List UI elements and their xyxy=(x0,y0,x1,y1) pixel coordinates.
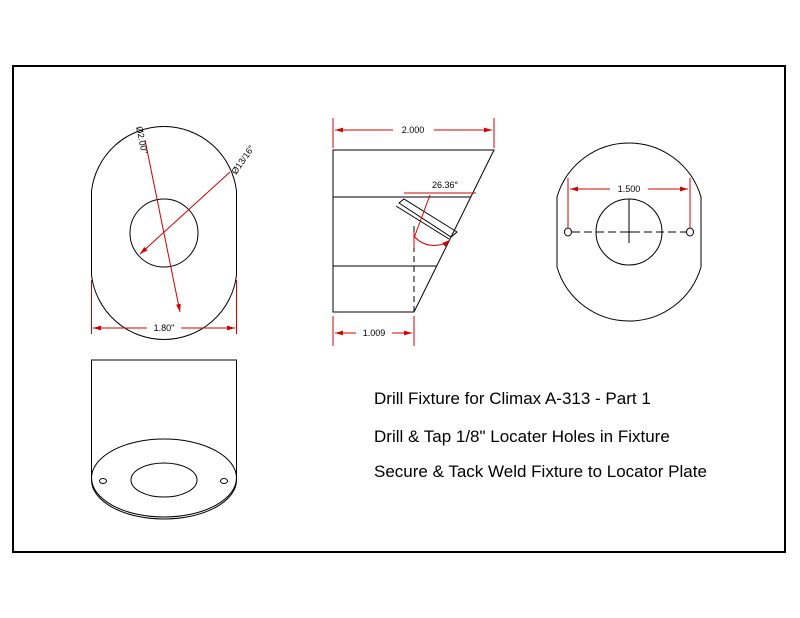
isometric-hole-left xyxy=(99,478,107,484)
isometric-hole-right xyxy=(220,478,228,484)
side-view-dimensions xyxy=(332,118,495,346)
offset-label: 1.009 xyxy=(363,328,386,338)
drill-hole xyxy=(398,198,458,238)
front-view-bore xyxy=(129,198,199,268)
front-view xyxy=(91,126,237,340)
locater-hole-left xyxy=(564,227,572,237)
angle-label: 26.36° xyxy=(432,180,459,190)
bore-diameter-leader xyxy=(139,171,231,255)
drawing-border xyxy=(12,65,786,553)
width-front-label: 1.80" xyxy=(154,323,175,333)
end-view-dimensions xyxy=(567,178,691,228)
angle-ref-slant xyxy=(413,194,431,239)
length-side-label: 2.000 xyxy=(402,125,425,135)
note-title: Drill Fixture for Climax A-313 - Part 1 xyxy=(374,389,651,408)
drill-hole-edge xyxy=(395,205,450,240)
bore-diameter-label: Ø13/16" xyxy=(229,144,256,177)
isometric-outline xyxy=(91,359,237,520)
isometric-top-face xyxy=(91,438,237,518)
note-line-3: Secure & Tack Weld Fixture to Locator Pl… xyxy=(374,462,707,481)
isometric-view xyxy=(91,359,237,520)
front-view-outline xyxy=(91,126,237,340)
front-view-dimensions xyxy=(91,139,237,334)
isometric-bore xyxy=(130,462,198,498)
angle-arc xyxy=(413,235,451,247)
locater-hole-right xyxy=(686,227,694,237)
note-line-2: Drill & Tap 1/8" Locater Holes in Fixtur… xyxy=(374,427,670,446)
outer-diameter-label: Ø2.00" xyxy=(134,125,150,154)
hole-spacing-label: 1.500 xyxy=(618,184,641,194)
outer-diameter-leader xyxy=(144,139,181,313)
end-view-centerlines xyxy=(572,199,686,243)
end-view-outline xyxy=(556,142,702,322)
